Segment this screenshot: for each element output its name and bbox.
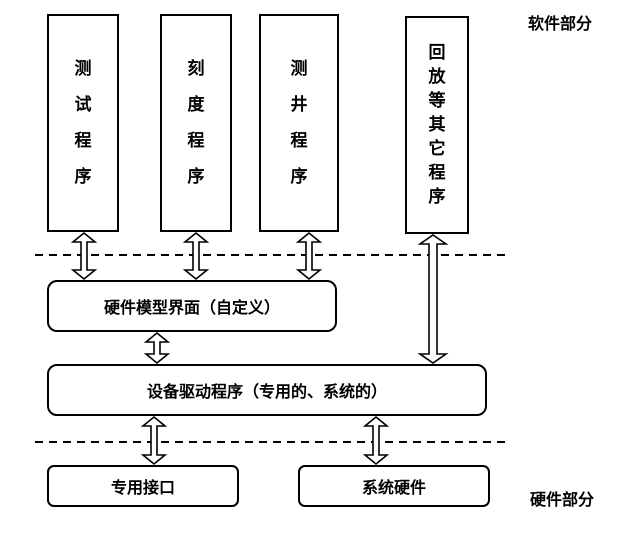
arrow-calibration-to-interface bbox=[182, 231, 210, 281]
hardware-model-interface-box: 硬件模型界面（自定义） bbox=[47, 280, 337, 332]
dedicated-interface-box: 专用接口 bbox=[47, 465, 239, 507]
arrow-interface-to-driver bbox=[143, 331, 171, 365]
arrow-test-to-interface bbox=[70, 231, 98, 281]
program-label-logging: 测井程序 bbox=[290, 59, 308, 187]
software-section-label: 软件部分 bbox=[528, 14, 593, 33]
dedicated-interface-label: 专用接口 bbox=[110, 478, 175, 497]
arrow-driver-to-dedicated-interface bbox=[140, 415, 168, 466]
arrow-logging-to-interface bbox=[295, 231, 323, 281]
program-box-logging: 测井程序 bbox=[259, 14, 339, 232]
program-label-playback: 回放等其它程序 bbox=[428, 43, 446, 207]
hardware-section-label: 硬件部分 bbox=[530, 490, 595, 509]
program-box-playback: 回放等其它程序 bbox=[405, 16, 469, 234]
program-label-calibration: 刻度程序 bbox=[187, 59, 205, 187]
system-hardware-box: 系统硬件 bbox=[298, 465, 490, 507]
arrow-playback-to-driver bbox=[417, 234, 449, 364]
device-driver-box: 设备驱动程序（专用的、系统的） bbox=[47, 364, 487, 416]
program-label-test: 测试程序 bbox=[74, 59, 92, 187]
hardware-model-interface-label: 硬件模型界面（自定义） bbox=[103, 298, 280, 317]
program-box-test: 测试程序 bbox=[47, 14, 119, 232]
device-driver-label: 设备驱动程序（专用的、系统的） bbox=[146, 382, 387, 401]
system-hardware-label: 系统硬件 bbox=[361, 478, 426, 497]
program-box-calibration: 刻度程序 bbox=[160, 14, 232, 232]
arrow-driver-to-system-hardware bbox=[362, 415, 390, 466]
